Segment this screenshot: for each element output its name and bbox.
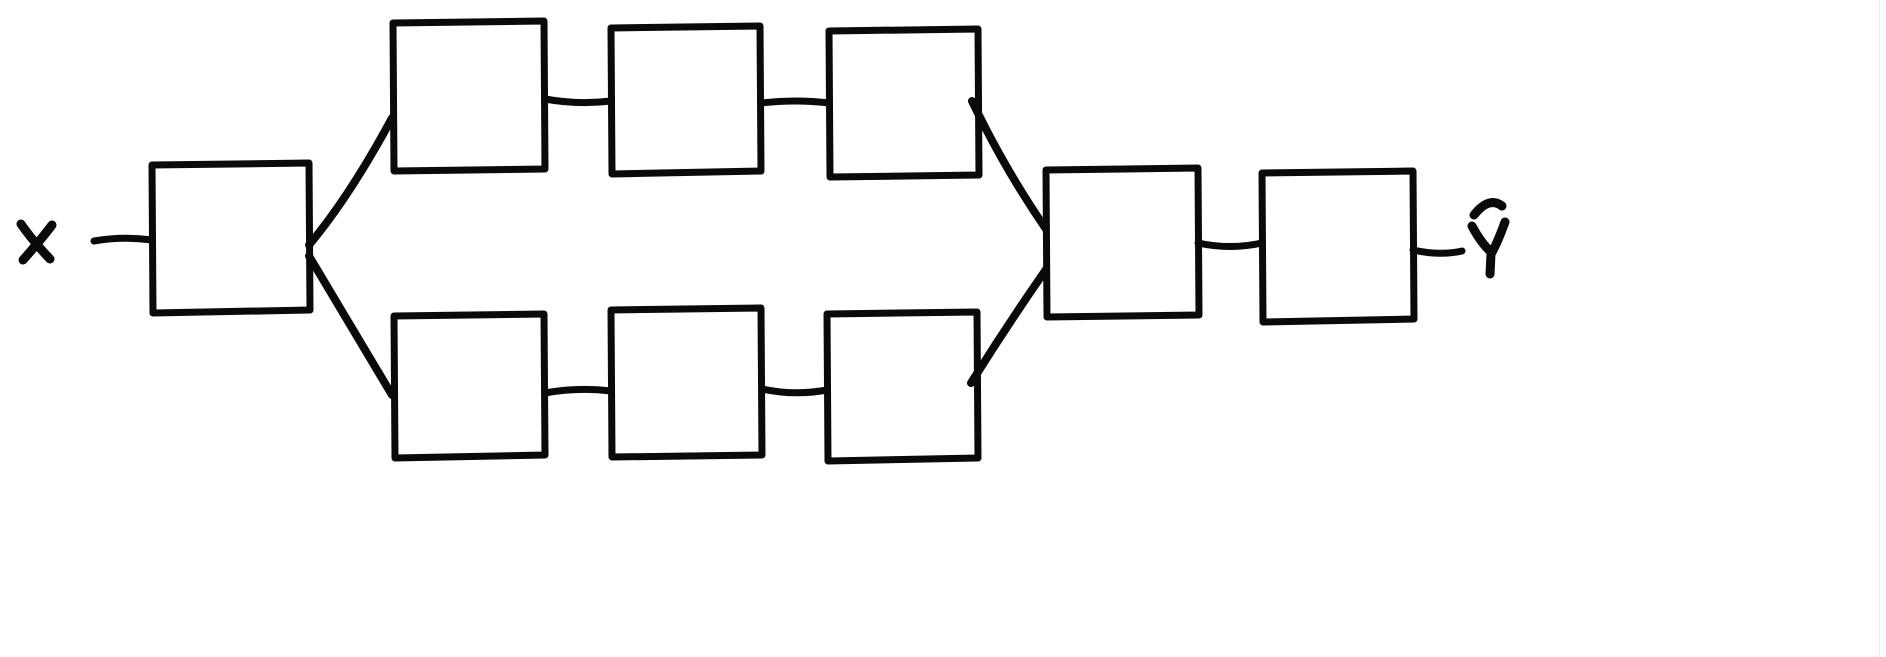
edge-top-2-3 xyxy=(757,97,833,107)
window-edge-strip xyxy=(1879,0,1886,657)
bottom-block-3[interactable] xyxy=(823,308,982,465)
edge-bottom-1-2 xyxy=(541,385,615,397)
edge-bottom-to-merge xyxy=(967,264,1051,387)
top-block-3[interactable] xyxy=(825,25,983,181)
input-label-x: x xyxy=(16,219,57,265)
edge-merge-to-output xyxy=(1194,239,1266,250)
output-block[interactable] xyxy=(1258,167,1418,326)
input-block[interactable] xyxy=(148,159,314,317)
bottom-block-1[interactable] xyxy=(390,310,549,462)
edge-split-to-bottom xyxy=(305,252,396,399)
top-block-1[interactable] xyxy=(389,17,549,175)
edge-split-to-top xyxy=(305,114,396,249)
top-block-2[interactable] xyxy=(607,22,765,178)
merge-block[interactable] xyxy=(1042,164,1203,321)
edge-top-1-2 xyxy=(541,95,615,107)
edge-output-arrow xyxy=(1409,246,1466,257)
edge-top-to-merge xyxy=(968,97,1052,236)
edge-bottom-2-3 xyxy=(758,385,831,397)
bottom-block-2[interactable] xyxy=(607,304,766,461)
edge-input-arrow xyxy=(90,234,156,245)
output-label-yhat: ŷ xyxy=(1467,198,1510,279)
